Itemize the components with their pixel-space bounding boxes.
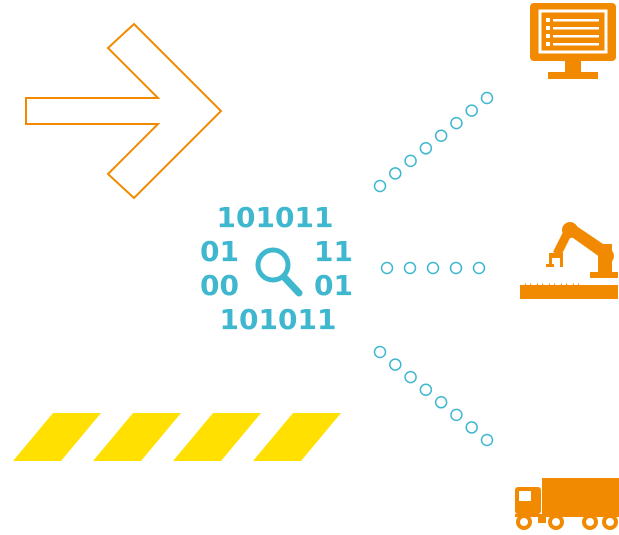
- dot: [389, 358, 402, 371]
- hazard-stripes: [13, 413, 341, 461]
- dot: [472, 261, 486, 275]
- dot: [403, 261, 417, 275]
- dot: [404, 154, 417, 168]
- hazard-stripe: [93, 413, 181, 461]
- robot-arm-icon: [520, 222, 618, 299]
- dot: [465, 421, 478, 434]
- binary-right-lower: 01: [314, 269, 353, 302]
- dots-to-truck: [373, 345, 494, 447]
- dot: [380, 261, 394, 275]
- dot: [434, 396, 448, 409]
- dot: [404, 370, 417, 384]
- magnifier-icon: [255, 247, 303, 297]
- truck-icon: [515, 478, 619, 530]
- binary-bottom: 101011: [219, 303, 337, 336]
- binary-top: 101011: [216, 201, 334, 234]
- dot: [450, 408, 463, 422]
- arrow-outline-icon: [25, 22, 223, 200]
- dot: [480, 91, 494, 105]
- dot: [419, 383, 433, 396]
- dot: [450, 116, 463, 130]
- dots-to-monitor: [373, 91, 494, 193]
- binary-left-lower: 00: [200, 269, 239, 302]
- hazard-stripe: [253, 413, 341, 461]
- binary-left-upper: 01: [200, 235, 239, 268]
- dot: [426, 261, 440, 275]
- dot: [389, 167, 402, 180]
- monitor-icon: [530, 3, 616, 79]
- dot: [480, 433, 494, 447]
- dots-to-robot: [380, 261, 486, 275]
- hazard-stripe: [173, 413, 261, 461]
- dot: [434, 129, 448, 142]
- dot: [465, 104, 478, 117]
- dot: [373, 345, 387, 359]
- dot: [419, 142, 433, 155]
- hazard-stripe: [13, 413, 101, 461]
- dot: [449, 261, 463, 275]
- binary-right-upper: 11: [314, 235, 353, 268]
- dot: [373, 179, 387, 193]
